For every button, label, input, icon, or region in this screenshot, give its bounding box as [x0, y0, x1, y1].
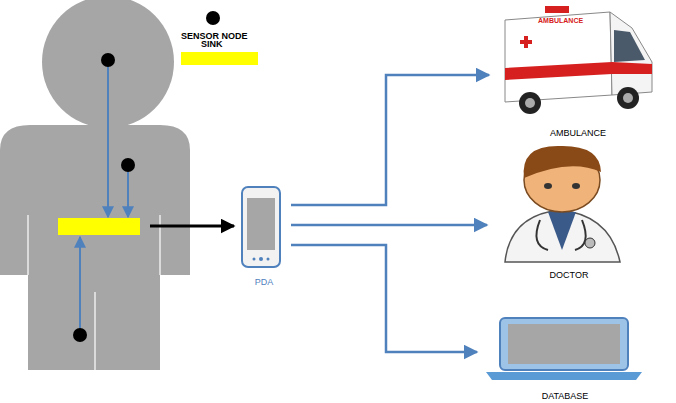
- doctor-figure: [505, 146, 620, 262]
- legend-swatch: [181, 52, 258, 65]
- node-label: DATABASE: [478, 391, 652, 401]
- body-links: [80, 67, 128, 328]
- node-label: DOCTOR: [488, 270, 650, 280]
- node-label: PDA: [238, 277, 290, 287]
- sink: [58, 218, 140, 235]
- ambulance-vehicle: [505, 6, 652, 114]
- legend-dot: [206, 11, 220, 25]
- legend-text: SINK: [201, 39, 223, 49]
- connector-arrow: [291, 224, 487, 227]
- node-label: AMBULANCE: [490, 128, 666, 138]
- vehicle-text: AMBULANCE: [538, 17, 583, 24]
- ambulance-icon: AMBULANCE: [490, 4, 666, 138]
- human-body: [0, 0, 190, 370]
- doctor-icon: DOCTOR: [488, 142, 650, 280]
- pda-phone: [242, 187, 280, 267]
- connector-arrow: [291, 245, 477, 352]
- database-icon: DATABASE: [478, 312, 652, 401]
- sink-to-pda-arrow: [150, 225, 234, 228]
- sensor-nodes: [73, 53, 135, 342]
- pda-device: PDA: [238, 183, 290, 287]
- connector-arrow: [291, 75, 489, 205]
- database-laptop: [486, 318, 642, 380]
- body-seams: [28, 215, 160, 370]
